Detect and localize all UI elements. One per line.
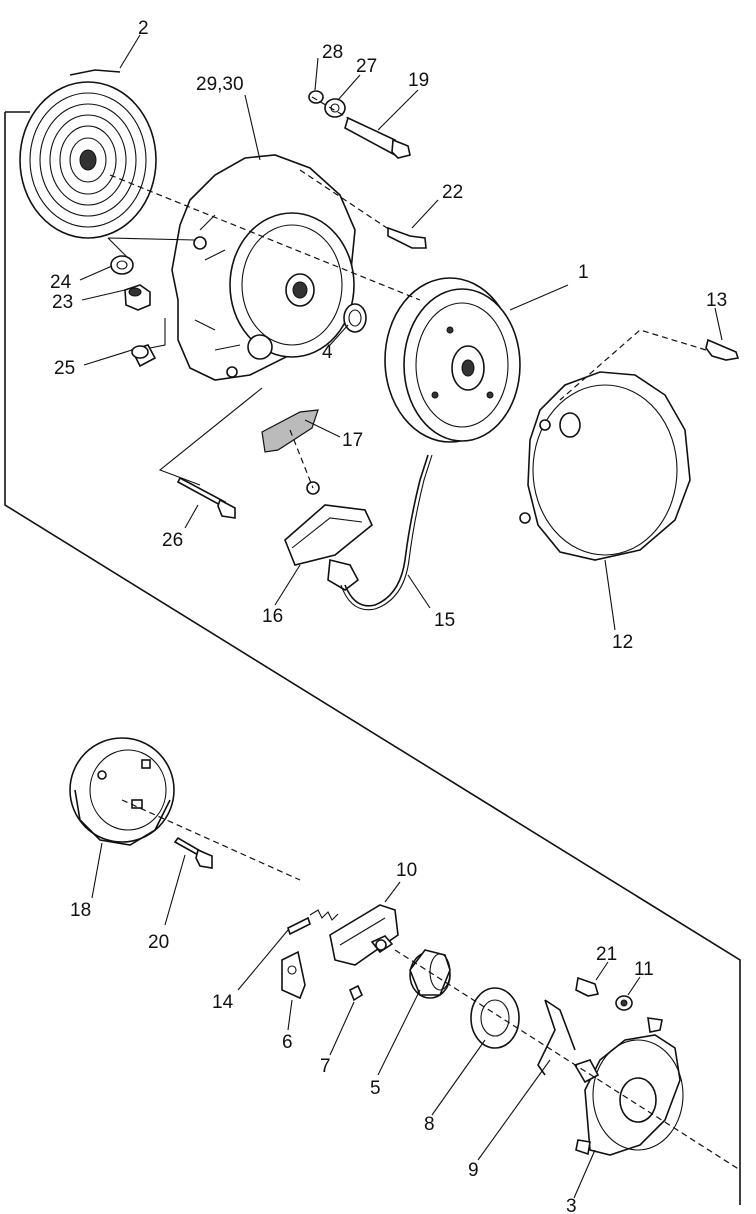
recoil-spring-part-2: [19, 69, 157, 239]
callout-5: 5: [370, 1078, 381, 1099]
bolt-part-21: [575, 976, 600, 997]
leader-lines: [79, 34, 723, 1199]
callout-7: 7: [320, 1056, 331, 1077]
pawl-assembly-part-10: [329, 904, 399, 966]
callout-15: 15: [434, 610, 455, 631]
bolt-part-19: [311, 96, 411, 159]
callout-26: 26: [162, 530, 183, 551]
callout-22: 22: [442, 182, 463, 203]
callout-25: 25: [54, 358, 75, 379]
leader-lines-housing: [107, 237, 196, 259]
callout-8: 8: [424, 1114, 435, 1135]
ring-part-18: [69, 737, 175, 846]
callout-3: 3: [566, 1196, 577, 1214]
nut-part-28: [308, 90, 324, 104]
callout-29-30: 29,30: [196, 74, 244, 95]
callout-20: 20: [148, 932, 169, 953]
callout-19: 19: [408, 70, 429, 91]
callout-24: 24: [50, 272, 72, 293]
plate-part-3: [573, 1017, 684, 1156]
callout-28: 28: [322, 42, 343, 63]
callout-12: 12: [612, 632, 633, 653]
starter-housing-part-29-30: [171, 154, 356, 381]
callout-21: 21: [596, 944, 617, 965]
upper-axis-line: [109, 174, 421, 301]
callout-4: 4: [322, 342, 333, 363]
bolt-part-22: [299, 169, 427, 249]
pin-part-7: [348, 984, 364, 1002]
callout-2: 2: [138, 18, 149, 39]
bushing-part-25: [130, 344, 157, 368]
bolt-part-26: [176, 476, 236, 519]
washer-part-27: [324, 98, 346, 118]
callout-13: 13: [706, 290, 727, 311]
spring-clip-part-9: [537, 999, 576, 1076]
center-axis-line: [394, 949, 741, 1171]
callout-labels: 2 28 27 29,30 19 22 24 23 25 1 13 4 17 2…: [50, 18, 727, 1214]
callout-10: 10: [396, 860, 417, 881]
callout-11: 11: [634, 959, 654, 980]
callout-17: 17: [342, 430, 363, 451]
washer-part-11: [615, 995, 633, 1011]
handle-part-16: [284, 429, 373, 591]
bolt-part-20: [121, 799, 301, 881]
drum-part-5: [409, 949, 451, 999]
frame-lines: [4, 111, 741, 1205]
bolt-part-13: [559, 329, 740, 401]
callout-14: 14: [212, 992, 234, 1013]
callout-18: 18: [70, 900, 91, 921]
callout-1: 1: [578, 262, 589, 283]
callout-16: 16: [262, 606, 283, 627]
callout-27: 27: [356, 56, 377, 77]
pulley-part-1: [384, 277, 521, 443]
cover-part-12: [519, 371, 691, 561]
spring-part-14: [287, 909, 339, 936]
rope-part-15: [340, 454, 433, 611]
callout-6: 6: [282, 1032, 293, 1053]
callout-9: 9: [468, 1160, 479, 1181]
fitting-part-23: [124, 284, 151, 311]
clip-part-6: [281, 950, 306, 1000]
washer-part-8: [470, 987, 520, 1049]
seal-part-4: [343, 303, 367, 333]
callout-23: 23: [52, 292, 73, 313]
washer-part-24: [110, 255, 134, 275]
